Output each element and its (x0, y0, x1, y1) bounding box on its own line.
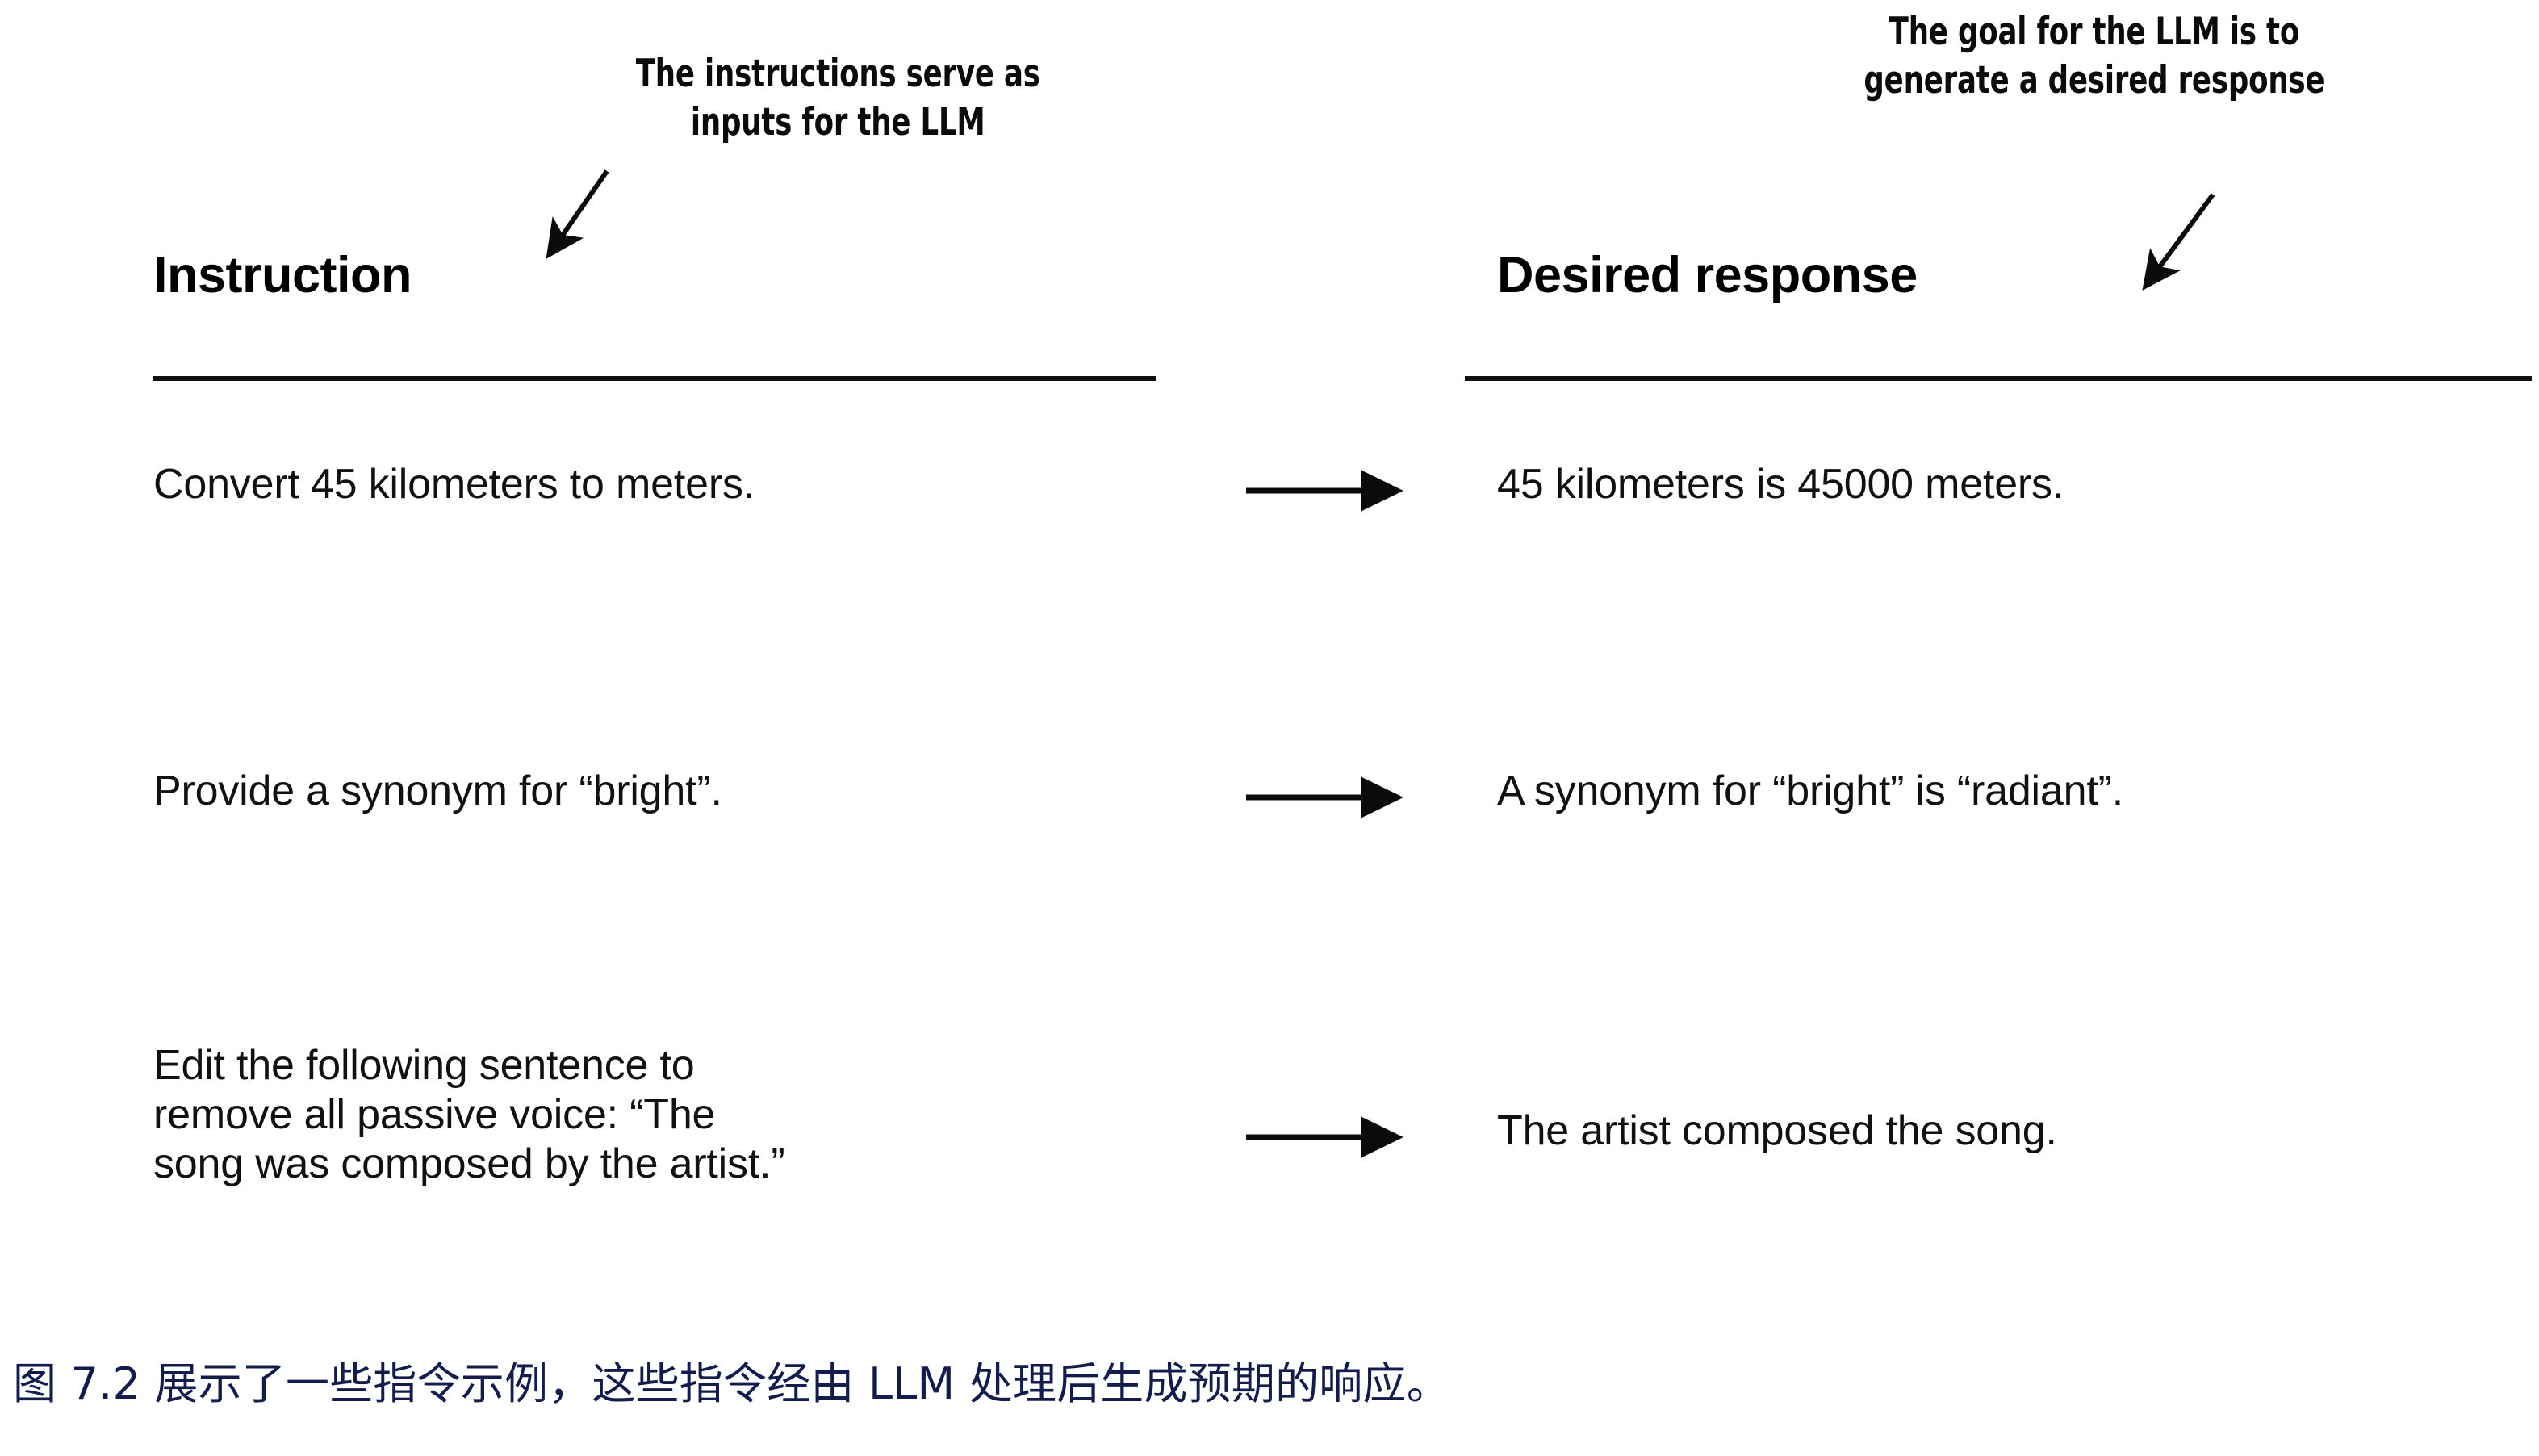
response-cell-1: 45 kilometers is 45000 meters. (1497, 461, 2064, 508)
response-cell-2: A synonym for “bright” is “radiant”. (1497, 768, 2123, 814)
figure-caption: 图 7.2 展示了一些指令示例，这些指令经由 LLM 处理后生成预期的响应。 (13, 1358, 1450, 1409)
header-divider-right (1465, 376, 2532, 381)
annotation-instructions-note: The instructions serve as inputs for the… (636, 50, 1040, 147)
annotation-left-line-1: The instructions serve as (635, 52, 1040, 96)
response-cell-3: The artist composed the song. (1497, 1107, 2057, 1154)
flow-arrow-icon-2 (1246, 776, 1404, 818)
flow-arrow-icon-3 (1246, 1116, 1404, 1158)
annotation-right-line-2: generate a desired response (1863, 58, 2325, 103)
header-divider-left (153, 376, 1156, 381)
instruction-cell-1: Convert 45 kilometers to meters. (153, 461, 755, 508)
annotation-goal-note: The goal for the LLM is to generate a de… (1863, 8, 2324, 105)
annotation-left-line-2: inputs for the LLM (690, 100, 985, 145)
column-header-instruction: Instruction (153, 247, 412, 303)
annotation-left-arrow-icon (546, 169, 609, 259)
annotation-right-line-1: The goal for the LLM is to (1889, 10, 2300, 54)
instruction-cell-2: Provide a synonym for “bright”. (153, 768, 722, 814)
flow-arrow-icon-1 (1246, 470, 1404, 512)
annotation-right-arrow-icon (2142, 193, 2215, 291)
instruction-cell-3: Edit the following sentence to remove al… (153, 1042, 785, 1187)
column-header-desired-response: Desired response (1497, 247, 1918, 303)
